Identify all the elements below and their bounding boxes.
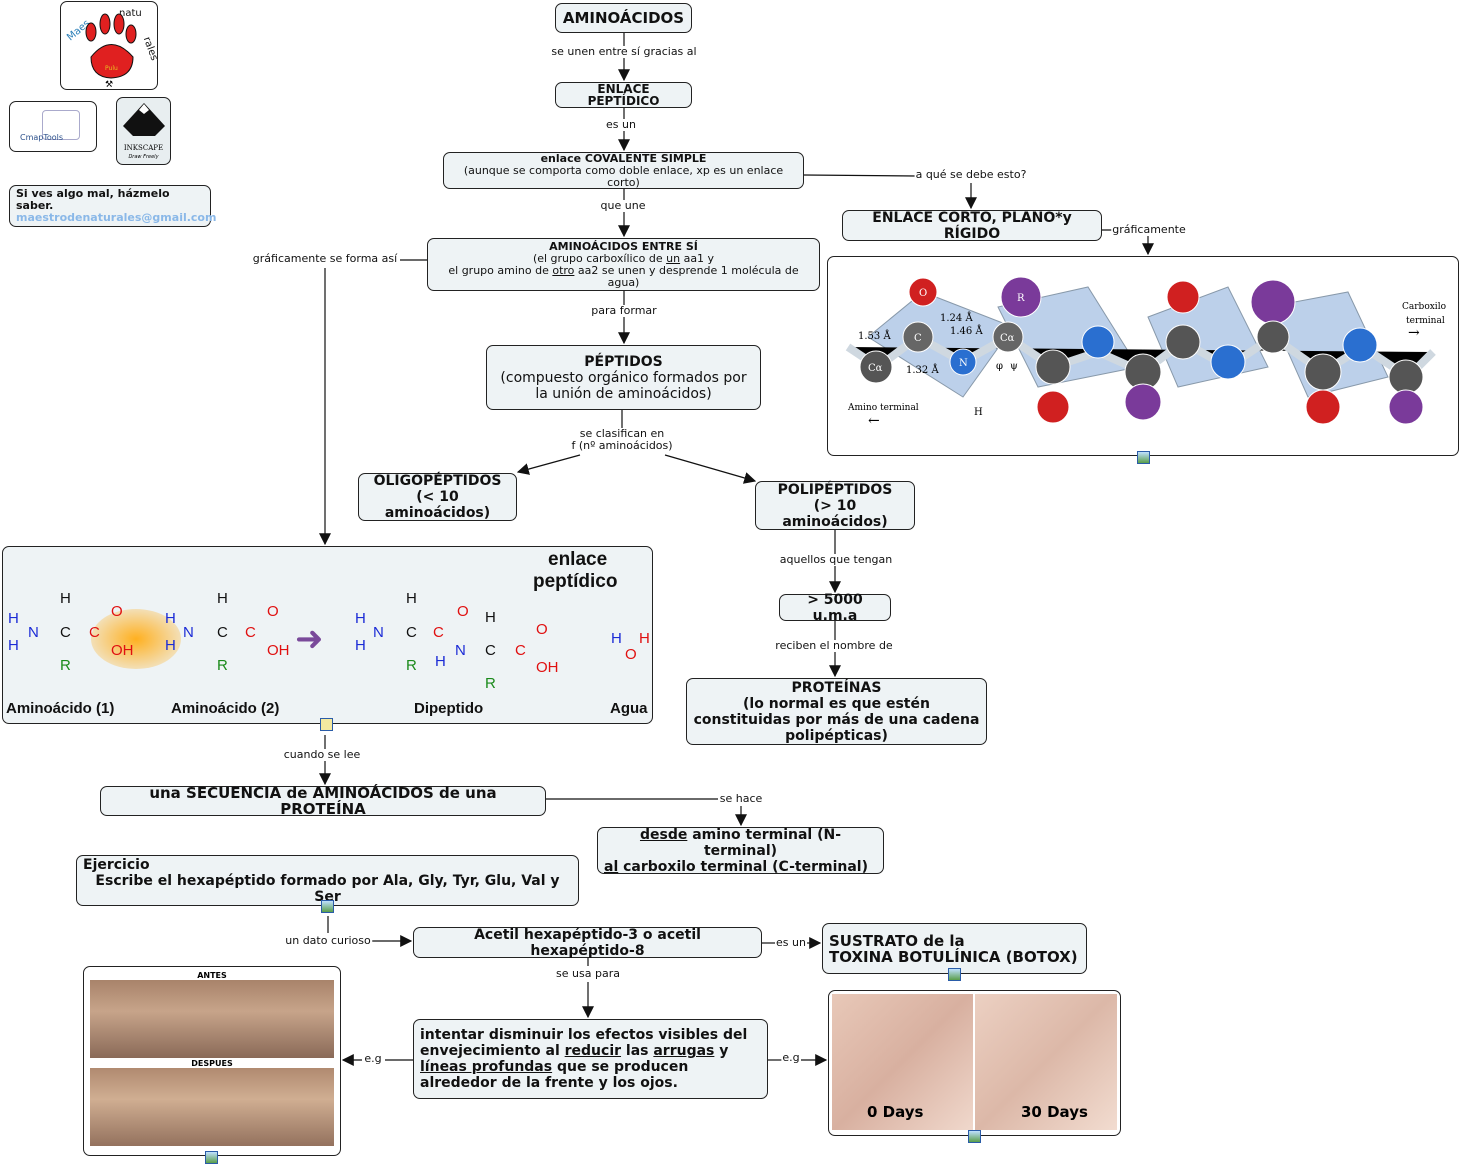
cmaptools-logo: CmapTools <box>9 101 97 152</box>
svg-text:Carboxilo: Carboxilo <box>1402 302 1446 312</box>
node-enlace-corto[interactable]: ENLACE CORTO, PLANO*y RÍGIDO <box>842 210 1102 242</box>
node-enlace-peptidico[interactable]: ENLACE PEPTÍDICO <box>555 82 692 108</box>
photo-30-days <box>975 994 1117 1130</box>
photo-after <box>90 1068 334 1146</box>
svg-text:Cα: Cα <box>868 363 883 374</box>
node-peptidos[interactable]: PÉPTIDOS(compuesto orgánico formados por… <box>486 345 761 410</box>
svg-text:1.32 Å: 1.32 Å <box>906 364 939 376</box>
link-label: gráficamente <box>1111 223 1187 236</box>
node-aminoacidos[interactable]: AMINOÁCIDOS <box>555 3 692 33</box>
svg-text:Cα: Cα <box>1000 333 1015 344</box>
svg-text:→: → <box>1408 325 1420 341</box>
days-comparison-image[interactable]: 0 Days 30 Days <box>828 990 1121 1136</box>
link-label: es un <box>605 118 637 131</box>
link-label: e.g <box>781 1051 801 1064</box>
svg-text:R: R <box>1017 293 1025 304</box>
node-oligopeptidos[interactable]: OLIGOPÉPTIDOS(< 10 aminoácidos) <box>358 473 517 521</box>
svg-text:1.53 Å: 1.53 Å <box>858 330 891 342</box>
maestro-de-naturales-logo: Maes natu rales Pulu⚒ <box>60 1 158 90</box>
link-label: gráficamente se forma así <box>251 252 399 265</box>
link-label: para formar <box>590 304 658 317</box>
email-link[interactable]: maestrodenaturales@gmail.com <box>16 211 217 224</box>
paw-icon: Maes natu rales Pulu⚒ <box>65 8 158 90</box>
svg-text:H: H <box>974 407 983 418</box>
node-5000-uma[interactable]: > 5000 u.m.a <box>779 592 891 624</box>
node-secuencia[interactable]: una SECUENCIA de AMINOÁCIDOS de una PROT… <box>100 785 546 817</box>
link-label: cuando se lee <box>282 748 362 761</box>
svg-text:O: O <box>919 288 927 299</box>
svg-text:1.46 Å: 1.46 Å <box>950 325 983 337</box>
svg-text:←: ← <box>868 413 880 429</box>
node-aminoacidos-entre-si[interactable]: AMINOÁCIDOS ENTRE SÍ (el grupo carboxíli… <box>427 238 820 291</box>
link-label: que une <box>599 199 647 212</box>
before-after-eyes-image[interactable]: ANTES DESPUES <box>83 966 341 1156</box>
svg-text:C: C <box>914 333 922 344</box>
inkscape-logo: INKSCAPE Draw Freely <box>116 97 171 165</box>
svg-text:rales: rales <box>141 36 158 63</box>
svg-text:1.24 Å: 1.24 Å <box>940 312 973 324</box>
image-attachment-icon[interactable] <box>1137 451 1150 464</box>
node-desde-terminal[interactable]: desde amino terminal (N-terminal) al car… <box>597 827 884 875</box>
contact-note: Si ves algo mal, házmelo saber. maestrod… <box>9 185 216 227</box>
link-label: aquellos que tengan <box>778 553 894 566</box>
link-label: es un <box>775 936 807 949</box>
node-proteinas[interactable]: PROTEÍNAS(lo normal es que estén constit… <box>686 678 987 745</box>
node-covalente-simple[interactable]: enlace COVALENTE SIMPLE(aunque se compor… <box>443 152 804 189</box>
link-label: un dato curioso <box>284 934 372 947</box>
link-label: se usa para <box>555 967 621 980</box>
document-attachment-icon[interactable] <box>320 718 333 731</box>
photo-0-days <box>832 994 973 1130</box>
node-polipeptidos[interactable]: POLIPÉPTIDOS(> 10 aminoácidos) <box>755 481 915 530</box>
link-label: e.g <box>363 1052 383 1065</box>
image-attachment-icon[interactable] <box>205 1151 218 1164</box>
link-label: reciben el nombre de <box>774 639 894 652</box>
svg-text:φ: φ <box>996 361 1003 372</box>
svg-text:N: N <box>959 358 968 369</box>
node-intentar-disminuir[interactable]: intentar disminuir los efectos visibles … <box>413 1019 768 1099</box>
link-label: se unen entre sí gracias al <box>550 45 698 58</box>
svg-text:⚒: ⚒ <box>105 80 113 90</box>
svg-text:terminal: terminal <box>1406 316 1445 326</box>
svg-text:Pulu: Pulu <box>105 65 118 72</box>
image-attachment-icon[interactable] <box>948 968 961 981</box>
link-label: se hace <box>718 792 764 805</box>
svg-text:Amino terminal: Amino terminal <box>847 403 919 413</box>
svg-text:natu: natu <box>119 8 142 19</box>
node-acetil-hexapeptido[interactable]: Acetil hexapéptido-3 o acetil hexapéptid… <box>413 927 762 959</box>
arrow-icon: ➜ <box>295 619 324 659</box>
link-label: a qué se debe esto? <box>914 168 1028 181</box>
svg-text:ψ: ψ <box>1010 361 1018 372</box>
photo-before <box>90 980 334 1058</box>
image-attachment-icon[interactable] <box>321 900 334 913</box>
image-attachment-icon[interactable] <box>968 1130 981 1143</box>
highlight-glow <box>91 609 181 669</box>
